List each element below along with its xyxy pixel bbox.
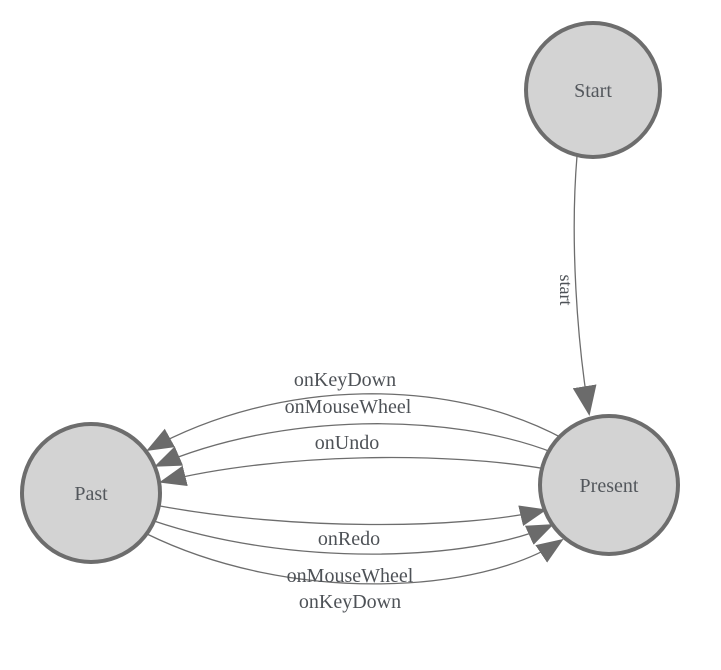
edge-onmousewheel-to-past bbox=[154, 423, 555, 467]
node-past-label: Past bbox=[74, 483, 108, 505]
edge-onkeydown-to-past bbox=[146, 393, 565, 451]
edge-label-onmousewheel-lower: onMouseWheel bbox=[287, 565, 414, 587]
edge-label-start: start bbox=[556, 275, 576, 306]
node-present[interactable]: Present bbox=[538, 414, 680, 556]
edge-onundo-to-past bbox=[159, 456, 547, 487]
node-start-label: Start bbox=[574, 80, 612, 102]
node-past[interactable]: Past bbox=[20, 422, 162, 564]
edge-label-onmousewheel-upper: onMouseWheel bbox=[285, 396, 412, 418]
edge-start-to-present bbox=[572, 155, 597, 416]
edge-onredo-to-present bbox=[159, 505, 547, 526]
node-present-label: Present bbox=[580, 475, 639, 497]
edge-label-onredo: onRedo bbox=[318, 528, 380, 550]
edge-label-onundo: onUndo bbox=[315, 432, 379, 454]
edge-onmousewheel-to-present bbox=[153, 520, 554, 555]
node-start-circle[interactable] bbox=[524, 21, 662, 159]
edge-label-onkeydown-lower: onKeyDown bbox=[299, 591, 401, 613]
node-start[interactable]: Start bbox=[524, 21, 662, 159]
edge-label-onkeydown-upper: onKeyDown bbox=[294, 369, 396, 391]
node-past-circle[interactable] bbox=[20, 422, 162, 564]
edge-onkeydown-to-present bbox=[146, 533, 564, 585]
node-present-circle[interactable] bbox=[538, 414, 680, 556]
